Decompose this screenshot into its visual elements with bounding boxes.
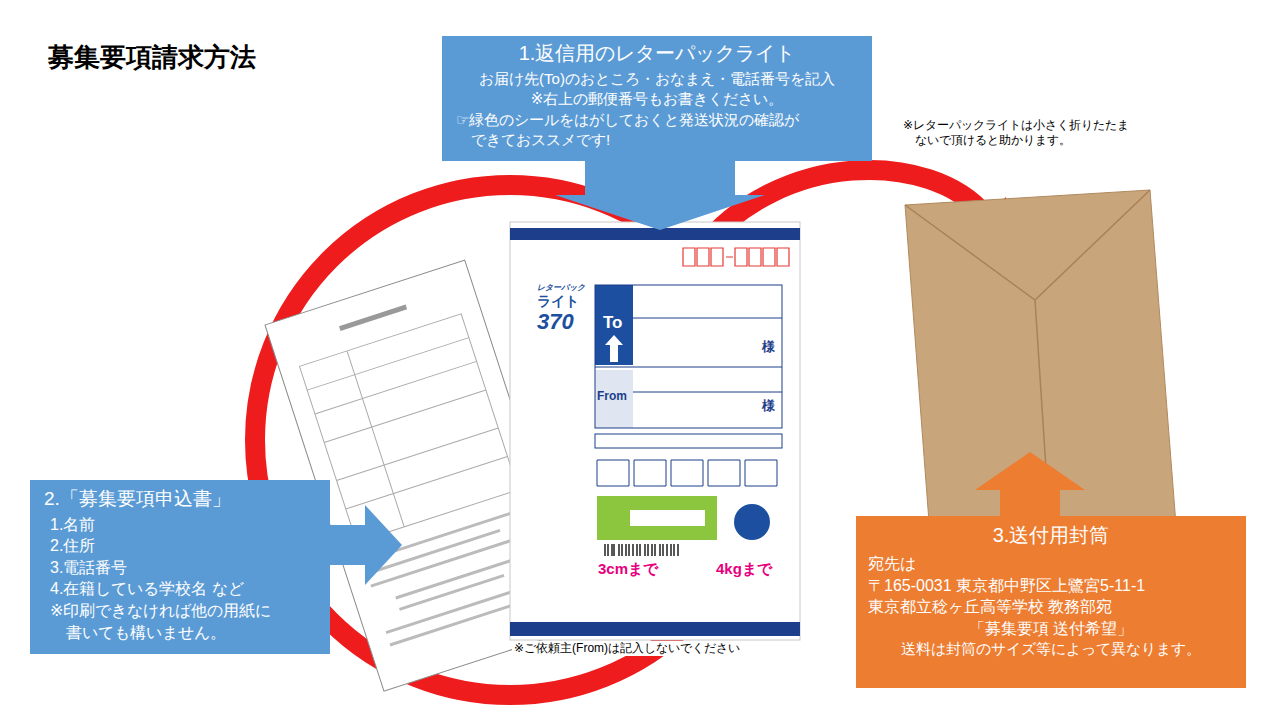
box-text: 1.名前 <box>50 514 316 536</box>
form-table-lines <box>299 314 518 542</box>
caution-badge <box>734 504 770 540</box>
logo-number: 370 <box>537 308 574 336</box>
form-title-line <box>339 305 407 331</box>
box-text: 〒165-0031 東京都中野区上鷺宮5-11-1 <box>868 575 1234 597</box>
step-box: 2.「募集要項申込書」1.名前2.住所3.電話番号4.在籍している学校名 など※… <box>30 480 330 654</box>
box-text: ※印刷できなければ他の用紙に書いても構いません。 <box>50 600 282 643</box>
address-fields <box>595 285 782 428</box>
limit-text: 4kgまで <box>716 560 772 579</box>
to-arrow-head <box>605 335 623 345</box>
limit-text: 3cmまで <box>598 560 658 579</box>
box-text: 3.電話番号 <box>50 557 316 579</box>
box-heading: 3.送付用封筒 <box>868 522 1234 549</box>
letter-pack <box>510 222 800 640</box>
logo-text: レターパック <box>537 283 585 293</box>
pack-bottom-band <box>510 622 800 636</box>
blue-down-arrow <box>555 160 765 230</box>
orange-up-arrow <box>975 452 1085 516</box>
pack-top-band <box>510 228 800 240</box>
logo-text: ライト <box>537 293 579 311</box>
step-box: 1.返信用のレターパックライトお届け先(To)のおところ・おなまえ・電話番号を記… <box>442 36 872 161</box>
page-title: 募集要項請求方法 <box>48 40 256 75</box>
field-lines <box>595 318 782 392</box>
field-heading: To <box>603 312 623 333</box>
envelope-folds <box>905 190 1150 530</box>
tracking-seal <box>597 496 717 540</box>
box-text: 4.在籍している学校名 など <box>50 578 316 600</box>
blue-right-arrow <box>330 505 402 585</box>
field-heading: From <box>597 389 627 404</box>
tracking-seal-inner <box>630 510 705 526</box>
box-text: ☞緑色のシールをはがしておくと発送状況の確認ができておススメです! <box>456 110 810 151</box>
contents-bar <box>595 434 782 448</box>
box-text: 宛先は <box>868 553 1234 575</box>
to-column <box>595 285 633 365</box>
step-icons <box>597 460 777 486</box>
to-arrow-shaft <box>610 345 618 362</box>
box-text: お届け先(To)のおところ・おなまえ・電話番号を記入 <box>454 69 860 89</box>
box-text: 東京都立稔ヶ丘高等学校 教務部宛 <box>868 596 1234 618</box>
note-text: ※ご依頼主(From)は記入しないでください <box>512 641 742 656</box>
box-heading: 1.返信用のレターパックライト <box>454 40 860 67</box>
step-box: 3.送付用封筒宛先は〒165-0031 東京都中野区上鷺宮5-11-1東京都立稔… <box>856 516 1246 688</box>
pack-sheet <box>510 222 800 640</box>
box-text: 送料は封筒のサイズ等によって異なります。 <box>868 639 1234 659</box>
box-text: 「募集要項 送付希望」 <box>868 618 1234 640</box>
envelope-body <box>905 190 1176 535</box>
box-text: 2.住所 <box>50 535 316 557</box>
postal-code-boxes <box>683 248 789 266</box>
envelope <box>905 190 1176 535</box>
from-column <box>595 370 633 428</box>
box-heading: 2.「募集要項申込書」 <box>44 486 316 512</box>
note-text: ※レターパックライトは小さく折りたたまないで頂けると助かります。 <box>903 118 1136 148</box>
honorific: 様 <box>762 339 775 355</box>
honorific: 様 <box>762 398 775 414</box>
barcode <box>605 544 678 556</box>
box-text: ※右上の郵便番号もお書きください。 <box>454 89 860 109</box>
